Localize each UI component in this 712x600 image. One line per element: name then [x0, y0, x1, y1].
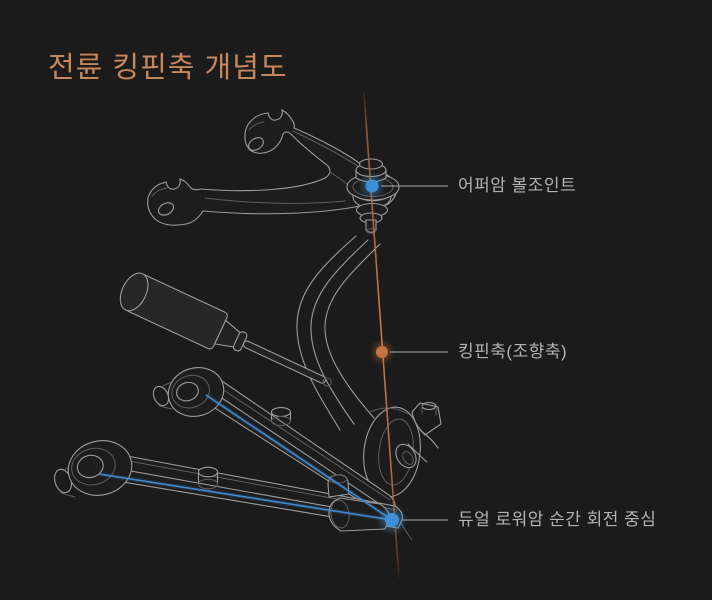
- marker-upper-ball-joint: [358, 172, 386, 200]
- marker-kingpin-axis: [369, 339, 395, 365]
- blue-dot-icon: [385, 513, 399, 527]
- tie-rod: [119, 272, 332, 387]
- page-title: 전륜 킹핀축 개념도: [48, 52, 288, 84]
- convergence-lines: [98, 393, 394, 522]
- blue-dot-icon: [365, 179, 379, 193]
- label-upper-ball-joint: 어퍼암 볼조인트: [458, 176, 577, 195]
- label-kingpin-axis: 킹핀축(조향축): [458, 342, 568, 361]
- marker-rotation-center: [376, 504, 408, 536]
- label-rotation-center: 듀얼 로워암 순간 회전 중심: [458, 510, 657, 529]
- leader-lines: [381, 185, 448, 521]
- orange-dot-icon: [376, 346, 388, 358]
